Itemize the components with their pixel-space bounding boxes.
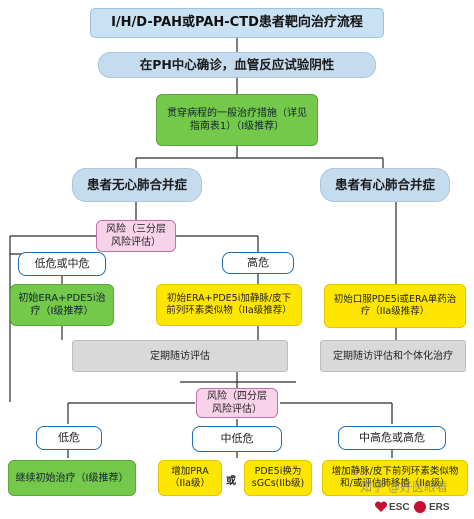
low-risk-box: 低危 [36, 426, 102, 450]
initial-mono-therapy-box: 初始口服PDE5i或ERA单药治疗（IIa级推荐） [324, 284, 466, 328]
esc-logo-text: ESC [389, 502, 410, 513]
intermediate-high-risk-box: 中高危或高危 [338, 426, 446, 450]
add-iv-prostacyclin-box: 增加静脉/皮下前列环素类似物和/或评估肺移植（IIa级） [322, 460, 468, 496]
risk-three-strata-box: 风险（三分层风险评估） [96, 220, 176, 252]
initial-triple-therapy-box: 初始ERA+PDE5i加静脉/皮下前列环素类似物（IIa级推荐） [156, 284, 302, 326]
initial-dual-therapy-box: 初始ERA+PDE5i治疗（I级推荐） [10, 284, 114, 326]
ers-logo-text: ERS [429, 502, 450, 513]
esc-heart-icon [374, 501, 388, 512]
high-risk-box: 高危 [222, 252, 294, 274]
individual-followup-box: 定期随访评估和个体化治疗 [320, 340, 466, 372]
risk-four-strata-box: 风险（四分层风险评估） [196, 388, 278, 418]
continue-initial-therapy-box: 继续初始治疗（I级推荐） [8, 460, 136, 496]
add-pra-box: 增加PRA（IIa级） [158, 460, 222, 496]
ers-circle-icon [414, 501, 426, 513]
watermark-text: 知乎 @好医眼看 [360, 480, 448, 494]
or-label: 或 [226, 476, 236, 487]
regular-followup-box: 定期随访评估 [72, 340, 288, 372]
confirm-diagnosis-step: 在PH中心确诊，血管反应试验阴性 [98, 52, 376, 78]
no-comorbidity-box: 患者无心肺合并症 [72, 168, 202, 202]
switch-sgc-box: PDE5i换为sGCs(IIb级) [244, 460, 312, 496]
low-intermediate-risk-box: 低危或中危 [18, 252, 106, 276]
intermediate-low-risk-box: 中低危 [192, 426, 282, 452]
general-measures-box: 贯穿病程的一般治疗措施（详见指南表1）（I级推荐） [156, 94, 318, 146]
page-title: I/H/D-PAH或PAH-CTD患者靶向治疗流程 [90, 8, 384, 38]
with-comorbidity-box: 患者有心肺合并症 [320, 168, 450, 202]
